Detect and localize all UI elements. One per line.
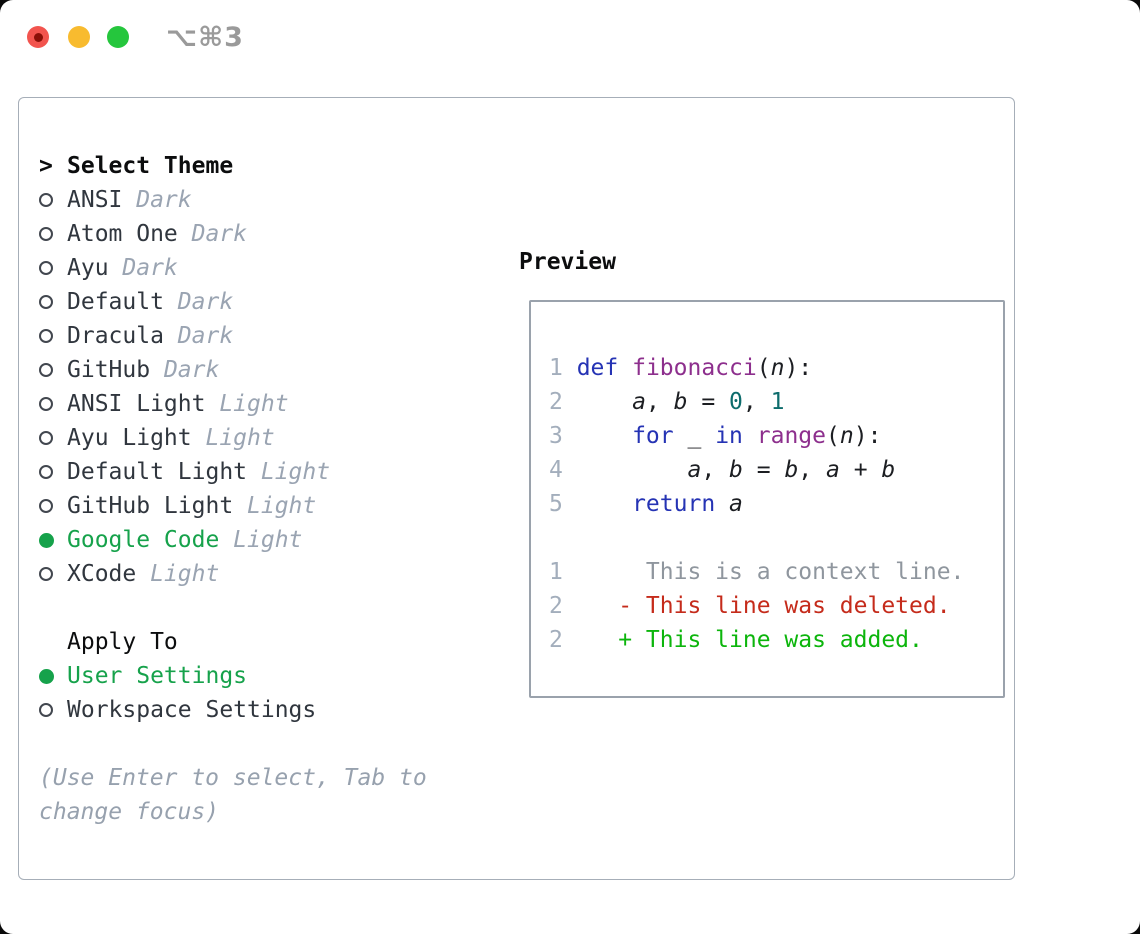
option-label: Google Code: [67, 527, 220, 553]
option-label: GitHub Light: [67, 493, 234, 519]
theme-option[interactable]: ANSI Dark: [39, 183, 489, 217]
radio-unselected-icon: [39, 329, 53, 343]
option-label: Default Light: [67, 459, 248, 485]
line-number: 2: [549, 389, 563, 415]
radio-unselected-icon: [39, 431, 53, 445]
selection-prompt-icon: >: [39, 153, 53, 179]
option-label: XCode: [67, 561, 137, 587]
radio-unselected-icon: [39, 193, 53, 207]
theme-option[interactable]: GitHub Light Light: [39, 489, 489, 523]
theme-variant-tag: Light: [219, 391, 289, 417]
option-label: Ayu Light: [67, 425, 192, 451]
spacer: [39, 591, 489, 625]
theme-option[interactable]: GitHub Dark: [39, 353, 489, 387]
line-number: 1: [549, 355, 563, 381]
select-theme-title: Select Theme: [67, 153, 234, 179]
option-label: Dracula: [67, 323, 164, 349]
option-label: Atom One: [67, 221, 178, 247]
theme-variant-tag: Light: [150, 561, 220, 587]
close-button[interactable]: [27, 26, 49, 48]
theme-option[interactable]: Atom One Dark: [39, 217, 489, 251]
code-line: 2 + This line was added.: [549, 623, 964, 657]
option-label: Default: [67, 289, 164, 315]
code-line: 3 for _ in range(n):: [549, 423, 882, 449]
option-label: GitHub: [67, 357, 151, 383]
theme-option[interactable]: Google Code Light: [39, 523, 489, 557]
radio-unselected-icon: [39, 261, 53, 275]
code-line: 5 return a: [549, 491, 743, 517]
select-theme-header: > Select Theme: [39, 149, 489, 183]
theme-variant-tag: Light: [205, 425, 275, 451]
diff-added-text: + This line was added.: [576, 627, 923, 653]
line-number: 5: [549, 491, 563, 517]
radio-unselected-icon: [39, 363, 53, 377]
theme-option[interactable]: Default Dark: [39, 285, 489, 319]
line-number: 4: [549, 457, 563, 483]
apply-to-option[interactable]: Workspace Settings: [39, 693, 489, 727]
line-number: [549, 525, 577, 551]
minimize-button[interactable]: [68, 26, 90, 48]
option-label: User Settings: [67, 663, 248, 689]
diff-context-text: This is a context line.: [576, 559, 965, 585]
help-text-line-2: change focus): [39, 799, 220, 825]
theme-variant-tag: Dark: [136, 187, 192, 213]
code-line: [549, 521, 964, 555]
code-line: 2 - This line was deleted.: [549, 589, 964, 623]
theme-variant-tag: Light: [260, 459, 331, 485]
radio-unselected-icon: [39, 227, 53, 241]
preview-title: Preview: [519, 249, 616, 275]
line-number: 3: [549, 423, 563, 449]
title-bar: ⌥⌘3: [0, 0, 1140, 75]
theme-variant-tag: Dark: [122, 255, 178, 281]
option-label: Ayu: [67, 255, 109, 281]
spacer: [39, 727, 489, 761]
radio-selected-icon: [39, 668, 54, 684]
theme-option[interactable]: XCode Light: [39, 557, 489, 591]
line-number: 2: [549, 593, 563, 619]
theme-variant-tag: Light: [233, 527, 303, 553]
theme-variant-tag: Dark: [191, 221, 248, 247]
line-number: 2: [549, 627, 563, 653]
option-label: Workspace Settings: [67, 697, 317, 723]
diff-deleted-text: - This line was deleted.: [576, 593, 951, 619]
theme-variant-tag: Light: [247, 493, 317, 519]
radio-unselected-icon: [39, 397, 53, 411]
radio-unselected-icon: [39, 703, 53, 717]
option-label: ANSI Light: [67, 391, 206, 417]
zoom-button[interactable]: [107, 26, 129, 48]
radio-unselected-icon: [39, 465, 53, 479]
theme-option[interactable]: ANSI Light Light: [39, 387, 489, 421]
theme-variant-tag: Dark: [177, 289, 234, 315]
radio-unselected-icon: [39, 295, 53, 309]
theme-option[interactable]: Ayu Light Light: [39, 421, 489, 455]
radio-selected-icon: [39, 532, 54, 548]
theme-option[interactable]: Default Light Light: [39, 455, 489, 489]
apply-to-option[interactable]: User Settings: [39, 659, 489, 693]
apply-to-header: Apply To: [39, 625, 489, 659]
theme-variant-tag: Dark: [163, 357, 220, 383]
apply-to-title: Apply To: [67, 629, 178, 655]
help-text-line-1: (Use Enter to select, Tab to: [39, 765, 427, 791]
radio-unselected-icon: [39, 499, 53, 513]
radio-unselected-icon: [39, 567, 53, 581]
code-line: 4 a, b = b, a + b: [549, 457, 896, 483]
theme-option[interactable]: Dracula Dark: [39, 319, 489, 353]
code-line: 1 This is a context line.: [549, 555, 964, 589]
keyboard-shortcut-label: ⌥⌘3: [166, 22, 244, 53]
theme-variant-tag: Dark: [177, 323, 234, 349]
code-line: 2 a, b = 0, 1: [549, 389, 785, 415]
option-label: ANSI: [67, 187, 123, 213]
theme-option[interactable]: Ayu Dark: [39, 251, 489, 285]
line-number: 1: [549, 559, 563, 585]
